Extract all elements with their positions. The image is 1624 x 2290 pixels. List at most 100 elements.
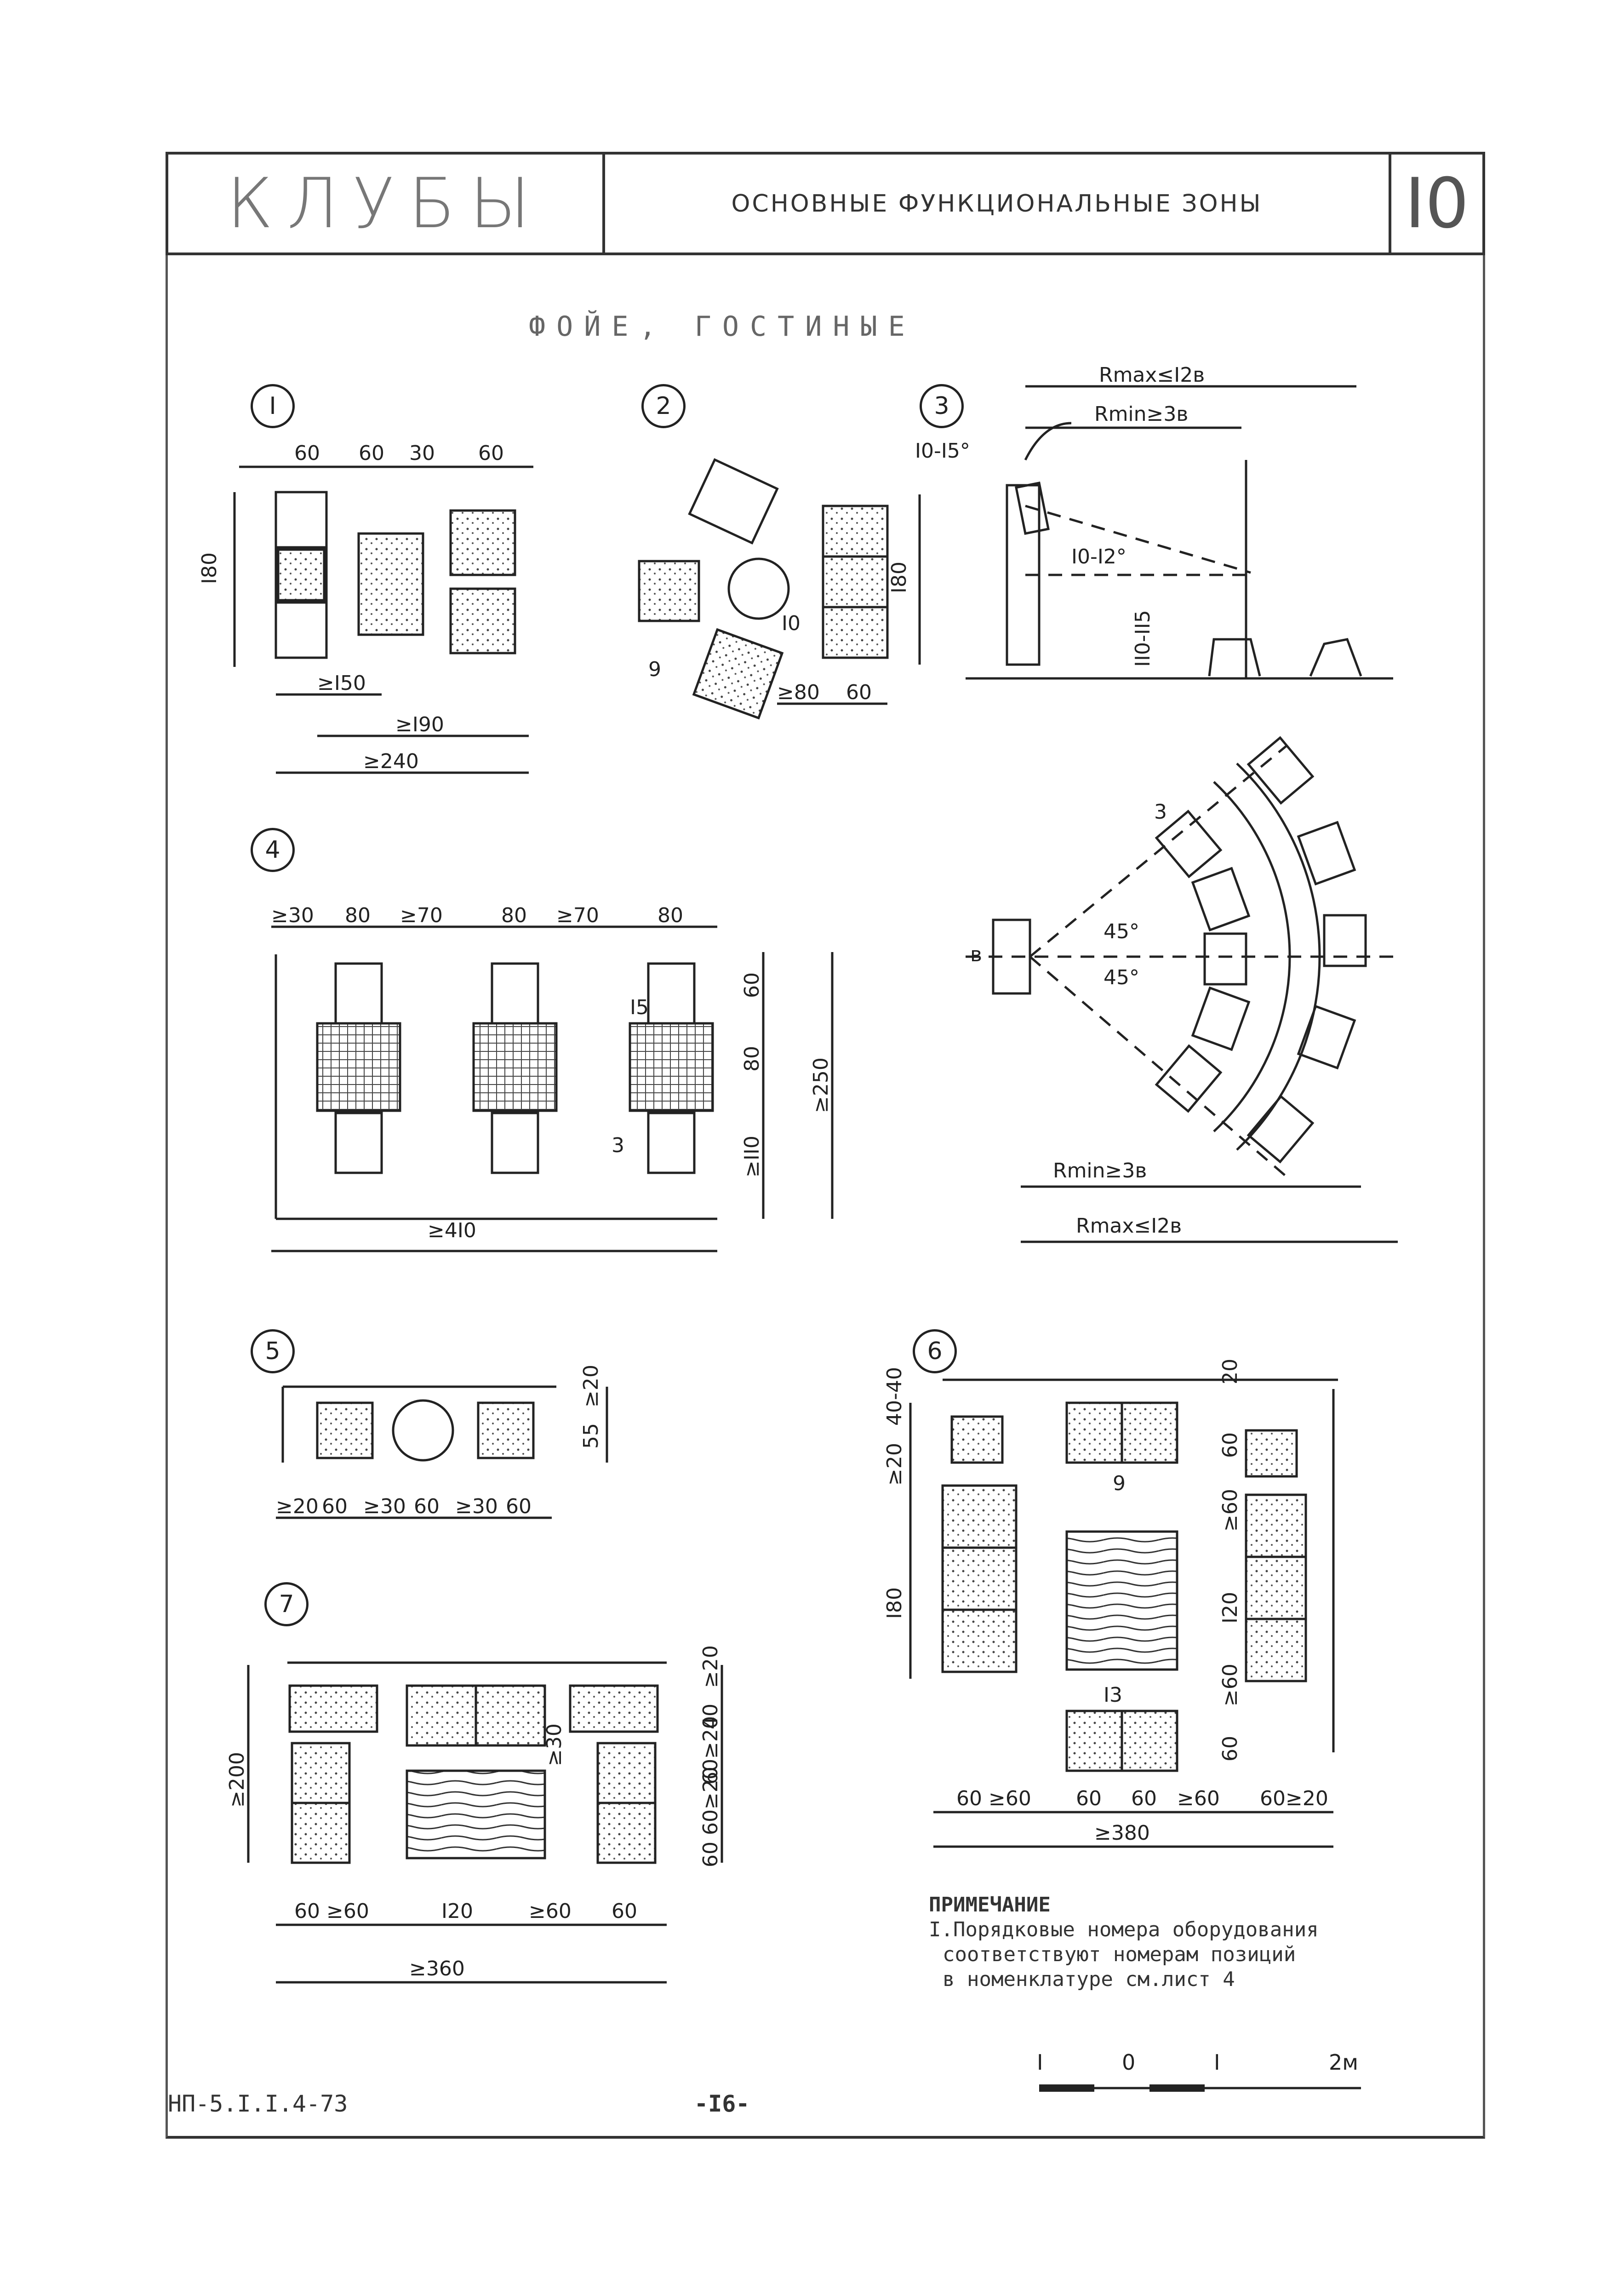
- section-title: ФОЙЕ, ГОСТИНЫЕ: [529, 310, 916, 343]
- d3-dim-2: I0-I5°: [915, 439, 970, 463]
- diagram-number-4: 4: [251, 828, 295, 872]
- d7-dim-5: 60≥20: [699, 1767, 722, 1835]
- d5-dim-4: ≥30: [363, 1495, 406, 1518]
- scale-bar: I 0 I 2м: [1037, 2050, 1361, 2092]
- d4-dim-6: 60: [740, 972, 764, 998]
- d3-dim-4: II0-II5: [1131, 610, 1155, 667]
- d1-dim-1: 60: [359, 442, 384, 465]
- d4-dim-3: 80: [501, 904, 527, 927]
- sheet-number: I0: [1405, 163, 1469, 244]
- diagram-number-1: I: [251, 384, 295, 428]
- diagram-7: [247, 1661, 723, 1984]
- d6-dim-6: 60: [1218, 1432, 1242, 1458]
- d4b-dim-5: Rmax≤I2в: [1076, 1214, 1182, 1238]
- d5-dim-6: ≥30: [455, 1495, 498, 1518]
- document-subtitle: ОСНОВНЫЕ ФУНКЦИОНАЛЬНЫЕ ЗОНЫ: [605, 155, 1391, 253]
- d7-dim-3: 60≥20: [699, 1716, 722, 1785]
- d3-dim-1: Rmin≥3в: [1094, 402, 1188, 426]
- d7-dim-1: ≥30: [543, 1723, 566, 1766]
- d1-dim-0: 60: [294, 442, 320, 465]
- d2-dim-3: ≥80: [777, 681, 820, 704]
- diagram-4: [271, 925, 834, 1252]
- diagram-number-6: 6: [913, 1329, 957, 1373]
- diagram-number-3: 3: [920, 384, 964, 428]
- d5-dim-5: 60: [414, 1495, 440, 1518]
- d4-dim-4: ≥70: [556, 904, 599, 927]
- d6-dim-12: 60: [1076, 1787, 1102, 1810]
- document-title: КЛУБЫ: [168, 155, 605, 253]
- d6-dim-3: 9: [1113, 1472, 1126, 1495]
- d4b-dim-0: 3: [1154, 800, 1167, 824]
- d3-dim-0: Rmax≤I2в: [1099, 363, 1205, 387]
- d4-dim-1: 80: [345, 904, 371, 927]
- d6-dim-10: 60: [1218, 1736, 1242, 1762]
- d4-dim-9: ≥250: [809, 1057, 833, 1113]
- d1-dim-2: 30: [409, 442, 435, 465]
- d5-dim-7: 60: [506, 1495, 532, 1518]
- d6-dim-13: 60: [1131, 1787, 1157, 1810]
- d2-dim-0: I0: [782, 612, 801, 635]
- d6-dim-9: ≥60: [1218, 1664, 1242, 1706]
- diagram-number-7: 7: [264, 1582, 309, 1626]
- diagram-2: [638, 458, 921, 720]
- d2-dim-2: I80: [887, 562, 911, 593]
- d7-dim-10: 60: [612, 1900, 637, 1923]
- d4-dim-0: ≥30: [271, 904, 314, 927]
- d1-dim-4: I80: [198, 552, 221, 584]
- d6-dim-2: I80: [883, 1587, 906, 1619]
- d7-dim-6: 60: [699, 1842, 722, 1867]
- d1-dim-6: ≥I90: [395, 713, 444, 736]
- diagram-4b: [966, 736, 1398, 1243]
- diagram-3: [966, 385, 1393, 680]
- d5-dim-0: 55: [579, 1423, 603, 1449]
- page-number: -I6-: [694, 2090, 750, 2117]
- diagram-1: [233, 465, 533, 774]
- d6-dim-4: I3: [1104, 1683, 1122, 1707]
- diagram-number-2: 2: [641, 384, 686, 428]
- diagram-6: [909, 1378, 1338, 1848]
- d4-dim-12: ≥4I0: [428, 1219, 476, 1242]
- d6-dim-8: I20: [1218, 1592, 1242, 1624]
- d4b-dim-2: 45°: [1104, 966, 1139, 989]
- d2-dim-4: 60: [846, 681, 872, 704]
- d6-dim-5: 20: [1218, 1359, 1242, 1384]
- scale-label-2: I: [1214, 2050, 1220, 2075]
- d1-dim-7: ≥240: [363, 750, 419, 773]
- d7-dim-11: ≥360: [409, 1957, 465, 1980]
- document-code: НП-5.I.I.4-73: [168, 2090, 348, 2117]
- d4-dim-8: ≥II0: [740, 1136, 764, 1177]
- d7-dim-0: ≥200: [225, 1752, 249, 1808]
- d6-dim-16: ≥380: [1094, 1821, 1150, 1845]
- d6-dim-15: 60≥20: [1260, 1787, 1328, 1810]
- note-line-2: соответствуют номерам позиций: [943, 1943, 1296, 1966]
- scale-label-1: 0: [1122, 2050, 1135, 2075]
- d6-dim-7: ≥60: [1218, 1489, 1242, 1532]
- d1-dim-3: 60: [478, 442, 504, 465]
- drawing-frame: [166, 255, 1485, 2139]
- diagram-number-5: 5: [251, 1329, 295, 1373]
- d6-dim-11: 60 ≥60: [956, 1787, 1031, 1810]
- scale-label-0: I: [1037, 2050, 1043, 2075]
- note-line-1: I.Порядковые номера оборудования: [929, 1918, 1319, 1941]
- d1-dim-5: ≥I50: [317, 672, 366, 695]
- d6-dim-0: ≥20: [883, 1443, 906, 1486]
- d5-dim-2: ≥20: [276, 1495, 319, 1518]
- d4-dim-7: 80: [740, 1046, 764, 1072]
- d7-dim-8: I20: [441, 1900, 473, 1923]
- diagram-5: [276, 1385, 608, 1519]
- d7-dim-2: ≥20: [699, 1645, 722, 1688]
- d4-dim-2: ≥70: [400, 904, 443, 927]
- d7-dim-9: ≥60: [529, 1900, 572, 1923]
- d4b-dim-1: 45°: [1104, 920, 1139, 943]
- d7-dim-7: 60 ≥60: [294, 1900, 369, 1923]
- d3-dim-3: I0-I2°: [1071, 545, 1127, 568]
- d4-dim-10: I5: [630, 996, 649, 1019]
- title-block: КЛУБЫ ОСНОВНЫЕ ФУНКЦИОНАЛЬНЫЕ ЗОНЫ I0: [166, 152, 1485, 255]
- d4b-dim-3: в: [970, 943, 982, 966]
- d2-dim-1: 9: [648, 658, 661, 681]
- note-title: ПРИМЕЧАНИЕ: [929, 1893, 1051, 1917]
- scale-label-3: 2м: [1329, 2050, 1358, 2075]
- d6-dim-14: ≥60: [1177, 1787, 1220, 1810]
- note-line-3: в номенклатуре см.лист 4: [943, 1968, 1235, 1991]
